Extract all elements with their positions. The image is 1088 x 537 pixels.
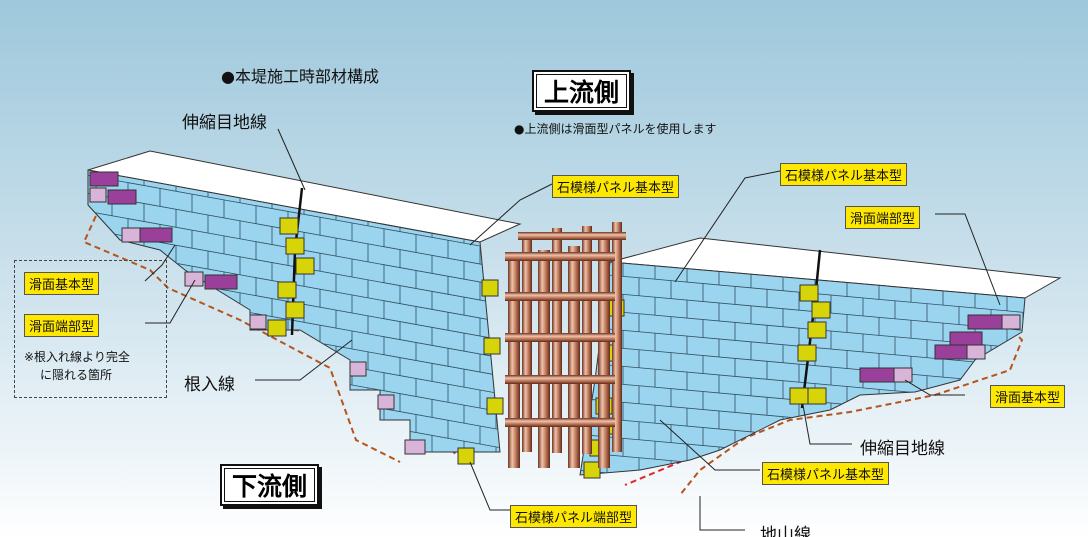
hidden-area-note-line1: ※根入れ線より完全: [24, 350, 130, 364]
ground-line-left: [82, 206, 401, 463]
downstream-label: 下流側: [220, 464, 320, 506]
tag-stone-basic-left: 石模様パネル基本型: [552, 175, 680, 198]
upstream-label: 上流側: [532, 70, 632, 112]
ground-line-label: 地山線: [760, 525, 811, 537]
slip-panels-right: [859, 314, 1021, 383]
tag-stone-basic-right-top: 石模様パネル基本型: [780, 163, 908, 186]
tag-stone-end-bottom: 石模様パネル端部型: [510, 505, 638, 528]
upstream-note: ●上流側は滑面型パネルを使用します: [514, 122, 717, 136]
slip-panels-left: [89, 171, 426, 455]
embed-line-label: 根入線: [184, 375, 235, 395]
hidden-area-note-line2: に隠れる箇所: [40, 368, 113, 382]
tag-slip-basic-left: 滑面基本型: [24, 272, 100, 295]
joint-line-label-right: 伸縮目地線: [860, 439, 945, 459]
tag-slip-end-left: 滑面端部型: [24, 314, 100, 337]
tag-slip-end-right: 滑面端部型: [845, 206, 921, 229]
tag-slip-basic-right: 滑面基本型: [990, 385, 1066, 408]
tag-stone-basic-right-bottom: 石模様パネル基本型: [762, 462, 890, 485]
diagram-title: ●本堤施工時部材構成: [221, 67, 379, 86]
leader-lines: [144, 128, 1001, 531]
joint-line-label-left: 伸縮目地線: [182, 113, 267, 133]
ground-line-right: [679, 329, 1024, 496]
pile-tower: [505, 222, 626, 468]
stone-end-panels: [267, 217, 831, 479]
hidden-area-legend-box: [14, 260, 167, 398]
